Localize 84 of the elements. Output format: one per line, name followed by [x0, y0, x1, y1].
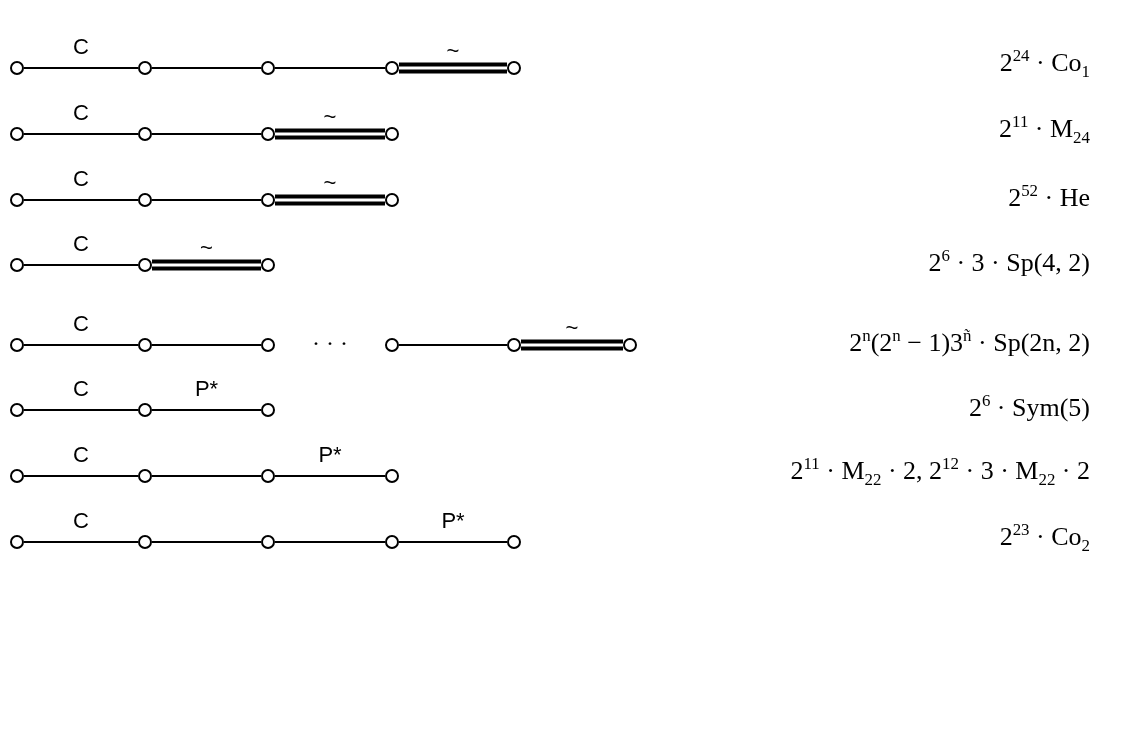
- edge-label: C: [73, 36, 89, 58]
- line: [151, 133, 262, 135]
- circle-node: [138, 403, 152, 417]
- line: [23, 475, 139, 477]
- double-line: [273, 128, 387, 140]
- double-line: [397, 62, 509, 74]
- line: [151, 199, 262, 201]
- circle-node: [138, 127, 152, 141]
- circle-node: [385, 61, 399, 75]
- group-label: 2$^{6}$ · 3 · Sp(4, 2): [928, 246, 1090, 278]
- group-label: 2$^{11}$ · M$_{22}$ · 2, 2$^{12}$ · 3 · M$_{22}$ · 2: [790, 455, 1090, 490]
- group-label: 2$^{23}$ · Co$_{2}$: [999, 521, 1090, 556]
- double-line: [519, 339, 625, 351]
- line: [151, 67, 262, 69]
- circle-node: [138, 338, 152, 352]
- edge-label: C: [73, 378, 89, 400]
- circle-node: [138, 61, 152, 75]
- ellipsis: · · ·: [312, 330, 348, 357]
- circle-node: [10, 193, 24, 207]
- circle-node: [261, 469, 275, 483]
- edge-label: ~: [200, 237, 213, 259]
- circle-node: [138, 193, 152, 207]
- line: [23, 67, 139, 69]
- line: [398, 344, 508, 346]
- circle-node: [138, 258, 152, 272]
- circle-node: [385, 338, 399, 352]
- edge-label: ~: [323, 106, 337, 128]
- edge-label: C: [73, 444, 89, 466]
- line: [398, 541, 508, 543]
- group-label: 2$^{6}$ · Sym(5): [968, 391, 1090, 423]
- circle-node: [138, 535, 152, 549]
- circle-node: [385, 535, 399, 549]
- edge-label: P*: [194, 378, 219, 400]
- circle-node: [10, 403, 24, 417]
- edge-label: C: [73, 168, 89, 190]
- circle-node: [10, 535, 24, 549]
- circle-node: [261, 338, 275, 352]
- line: [23, 541, 139, 543]
- double-line: [273, 194, 387, 206]
- circle-node: [261, 61, 275, 75]
- circle-node: [261, 535, 275, 549]
- group-label: 2$^{52}$ · He: [1008, 181, 1090, 213]
- circle-node: [10, 127, 24, 141]
- line: [274, 475, 386, 477]
- edge-label: C: [73, 102, 89, 124]
- line: [151, 541, 262, 543]
- line: [151, 344, 262, 346]
- double-line: [150, 259, 263, 271]
- circle-node: [385, 127, 399, 141]
- edge-label: ~: [323, 172, 337, 194]
- circle-node: [507, 535, 521, 549]
- line: [274, 67, 386, 69]
- circle-node: [10, 469, 24, 483]
- edge-label: C: [73, 313, 89, 335]
- circle-node: [261, 193, 275, 207]
- circle-node: [261, 258, 275, 272]
- line: [23, 409, 139, 411]
- circle-node: [385, 469, 399, 483]
- group-label: 2$^{11}$ · M$_{24}$: [999, 113, 1090, 148]
- group-label: 2$^{24}$ · Co$_{1}$: [999, 47, 1090, 82]
- edge-label: C: [73, 233, 89, 255]
- circle-node: [507, 338, 521, 352]
- circle-node: [10, 258, 24, 272]
- line: [151, 409, 262, 411]
- group-label: 2$^{n}$(2$^{n}$ − 1)3$^{ñ}$ · Sp(2n, 2): [849, 326, 1090, 358]
- circle-node: [385, 193, 399, 207]
- edge-label: P*: [318, 444, 342, 466]
- line: [23, 133, 139, 135]
- edge-label: ~: [565, 317, 579, 339]
- circle-node: [261, 403, 275, 417]
- edge-label: ~: [446, 40, 460, 62]
- line: [274, 541, 386, 543]
- circle-node: [10, 61, 24, 75]
- line: [23, 344, 139, 346]
- edge-label: P*: [441, 510, 465, 532]
- circle-node: [138, 469, 152, 483]
- circle-node: [507, 61, 521, 75]
- circle-node: [261, 127, 275, 141]
- line: [23, 199, 139, 201]
- line: [151, 475, 262, 477]
- edge-label: C: [73, 510, 89, 532]
- circle-node: [623, 338, 637, 352]
- circle-node: [10, 338, 24, 352]
- line: [23, 264, 139, 266]
